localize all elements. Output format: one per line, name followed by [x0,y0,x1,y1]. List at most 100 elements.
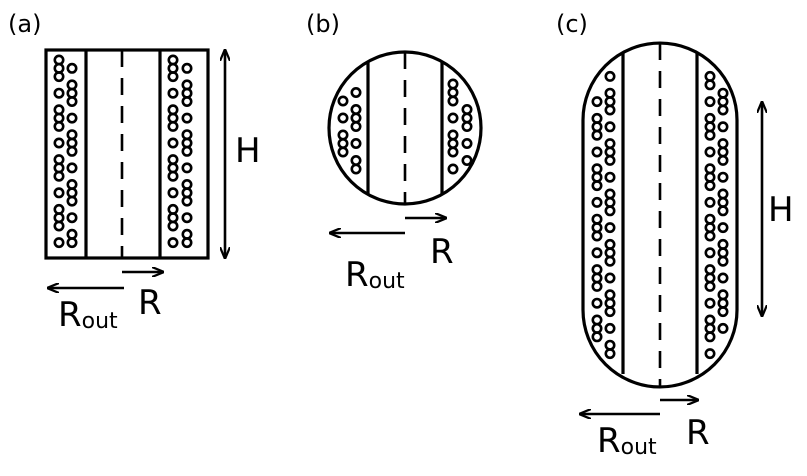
panel-c-r-label: R [686,413,710,453]
bead [53,237,65,249]
panel-a-r-label: R [138,283,162,323]
panel-b: (b) Rout R [306,10,483,295]
bead [704,129,716,141]
panel-b-beads-right [447,78,473,175]
bead [591,96,603,108]
bead [181,195,193,207]
bead [447,112,459,124]
bead [704,79,716,91]
panel-c-beads-left [591,70,616,360]
bead [591,297,603,309]
bead [167,120,179,132]
bead [717,154,729,166]
bead [591,129,603,141]
bead [167,71,179,83]
bead [704,331,716,343]
bead [337,95,349,107]
bead [53,220,65,232]
bead [704,348,716,360]
bead [167,137,179,149]
panel-c-label: (c) [556,10,588,38]
bead [66,195,78,207]
bead [181,237,193,249]
bead [461,138,473,150]
panel-a-label: (a) [8,10,41,38]
bead [591,146,603,158]
bead [704,196,716,208]
panel-a-r-out-label: Rout [58,295,118,335]
panel-b-r-out-subscript: out [369,269,405,294]
panel-b-beads-left [337,87,362,175]
bead [604,322,616,334]
bead [181,145,193,157]
bead [66,237,78,249]
bead [704,180,716,192]
bead [604,70,616,82]
bead [447,146,459,158]
bead [461,104,473,116]
bead [591,247,603,259]
bead [66,212,78,224]
bead [350,87,362,99]
bead [717,322,729,334]
panel-a-height-label: H [235,131,261,171]
bead [461,112,473,124]
bead [447,95,459,107]
bead [181,62,193,74]
bead [604,104,616,116]
bead [704,96,716,108]
bead [181,96,193,108]
bead [337,129,349,141]
bead [181,212,193,224]
panel-b-r-label: R [430,232,454,272]
bead [461,155,473,167]
bead [717,272,729,284]
panel-a-outer-boundary [44,48,210,260]
bead [591,230,603,242]
bead [66,112,78,124]
bead [704,146,716,158]
bead [447,78,459,90]
bead [337,112,349,124]
panel-a-r-out-base: R [58,295,82,335]
bead [717,104,729,116]
bead [604,306,616,318]
bead [181,112,193,124]
bead [66,62,78,74]
bead [591,280,603,292]
bead [604,272,616,284]
bead [53,71,65,83]
bead [66,145,78,157]
panel-c-height-label: H [768,190,794,230]
panel-c: (c) H Rout R [556,10,794,461]
bead [167,170,179,182]
bead [461,121,473,133]
bead [337,138,349,150]
bead [717,222,729,234]
bead [704,297,716,309]
bead [604,154,616,166]
bead [591,196,603,208]
bead [447,163,459,175]
bead [350,104,362,116]
bead [181,162,193,174]
panel-b-r-out-base: R [345,255,369,295]
bead [53,137,65,149]
bead [350,138,362,150]
bead [604,222,616,234]
bead [604,205,616,217]
bead [447,129,459,141]
bead [350,155,362,167]
bead [167,187,179,199]
bead [167,220,179,232]
panel-c-r-out-base: R [597,421,621,461]
bead [350,121,362,133]
bead [604,121,616,133]
panel-a: (a) H Rout R [8,10,261,335]
panel-a-beads-left [53,54,78,249]
bead [591,180,603,192]
bead [167,237,179,249]
bead [704,280,716,292]
bead [704,230,716,242]
